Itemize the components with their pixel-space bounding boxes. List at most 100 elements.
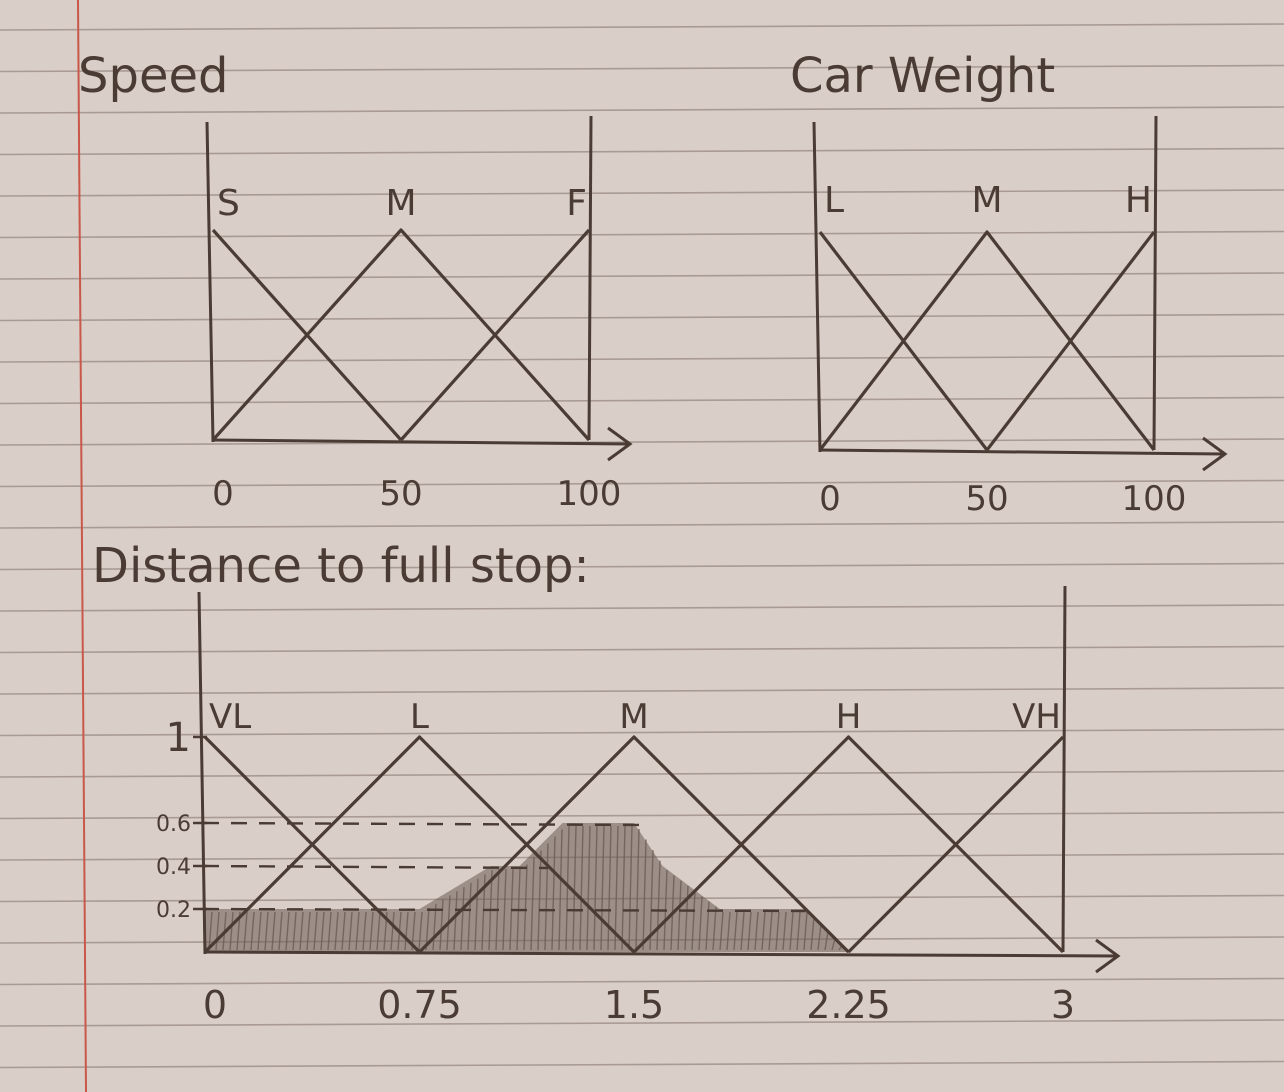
hatch-stroke [558, 829, 563, 951]
hatch-stroke [362, 911, 367, 951]
hatch-stroke [593, 825, 598, 951]
hatch-stroke [607, 825, 612, 951]
hatch-stroke [761, 911, 766, 951]
hatch-stroke [208, 911, 213, 951]
membership-line-m [211, 228, 591, 442]
hatch-stroke [257, 911, 262, 951]
hatch-stroke [628, 825, 633, 951]
hatch-stroke [215, 911, 220, 951]
hatch-stroke [327, 911, 332, 951]
ruled-lines [0, 23, 1284, 1069]
series-label: S [217, 183, 240, 224]
ruled-line [0, 313, 1284, 322]
membership-line-h [985, 231, 1156, 451]
hatch-stroke [789, 911, 794, 951]
hatch-stroke [390, 911, 395, 951]
hatch-stroke [418, 911, 423, 951]
hatch-stroke [355, 911, 360, 951]
hatch-stroke [502, 868, 507, 951]
cut-level-line [202, 821, 649, 827]
hatch-stroke [453, 891, 458, 951]
hatch-stroke [299, 911, 304, 951]
x-tick-label: 0 [212, 474, 234, 514]
x-axis [204, 950, 1119, 958]
ruled-line [0, 1060, 1284, 1069]
right-boundary [1152, 115, 1158, 451]
ruled-line [0, 562, 1284, 571]
x-tick-label: 2.25 [806, 983, 891, 1027]
hatch-stroke [698, 896, 703, 951]
ruled-line [0, 977, 1284, 986]
membership-line-m [418, 735, 850, 954]
hatch-stroke [817, 924, 822, 951]
ruled-line [0, 147, 1284, 156]
ruled-line [0, 438, 1284, 446]
hatch-stroke [782, 911, 787, 951]
hatch-stroke [243, 911, 248, 951]
ruled-line [0, 604, 1284, 612]
ruled-line [0, 64, 1284, 73]
hatch-stroke [439, 899, 444, 951]
ruled-line [0, 521, 1284, 529]
y-tick-label: 0.6 [156, 812, 191, 837]
hatch-stroke [334, 911, 339, 951]
hatch-stroke [348, 911, 353, 951]
ruled-line [0, 479, 1284, 488]
hatch-stroke [677, 880, 682, 951]
ruled-line [0, 230, 1284, 239]
hatch-stroke [376, 911, 381, 951]
hatch-stroke [642, 839, 647, 951]
hatch-stroke [565, 825, 570, 951]
margin-line [77, 0, 87, 1092]
x-tick-label: 100 [1122, 479, 1187, 519]
hatch-stroke [369, 911, 374, 951]
hatch-stroke [271, 911, 276, 951]
hatch-stroke [341, 911, 346, 951]
membership-line-h [632, 735, 1065, 954]
series-label: M [619, 697, 648, 737]
hatch-stroke [796, 911, 801, 951]
series-label: H [836, 697, 862, 737]
series-label: VH [1012, 697, 1061, 737]
ruled-line [0, 189, 1284, 197]
ruled-line [0, 23, 1284, 31]
chart-title: Distance to full stop: [92, 538, 590, 594]
hatch-stroke [733, 911, 738, 951]
x-axis-arrow [607, 426, 633, 462]
x-axis [819, 448, 1226, 456]
hatch-stroke [775, 911, 780, 951]
hatch-stroke [810, 917, 815, 951]
series-label: H [1125, 180, 1152, 221]
hatch-stroke [824, 931, 829, 951]
ruled-line [0, 811, 1284, 820]
hatch-stroke [747, 911, 752, 951]
hatch-stroke [404, 911, 409, 951]
hatch-stroke [292, 911, 297, 951]
membership-line-l [203, 735, 636, 954]
ruled-line [0, 396, 1284, 405]
hatch-stroke [754, 911, 759, 951]
hatch-stroke [467, 882, 472, 951]
x-axis-arrow [1095, 938, 1121, 974]
hatch-stroke [621, 825, 626, 951]
hatch-stroke [712, 906, 717, 951]
membership-line-m [818, 230, 1156, 451]
cut-level-line [202, 864, 549, 870]
hatch-stroke [740, 911, 745, 951]
y-tick-label: 0.4 [156, 855, 191, 880]
x-tick-label: 0.75 [377, 983, 462, 1027]
ruled-line [0, 687, 1284, 695]
series-label: VL [209, 697, 251, 737]
right-boundary [1061, 585, 1067, 953]
hatch-stroke [264, 911, 269, 951]
series-label: F [566, 183, 587, 224]
hatch-stroke [719, 911, 724, 951]
y-axis [812, 121, 822, 453]
hatch-stroke [460, 887, 465, 951]
y-tick-label: 0.2 [156, 898, 191, 923]
y-tick-label: 1 [166, 715, 191, 761]
hatch-stroke [313, 911, 318, 951]
hatch-stroke [831, 938, 836, 951]
